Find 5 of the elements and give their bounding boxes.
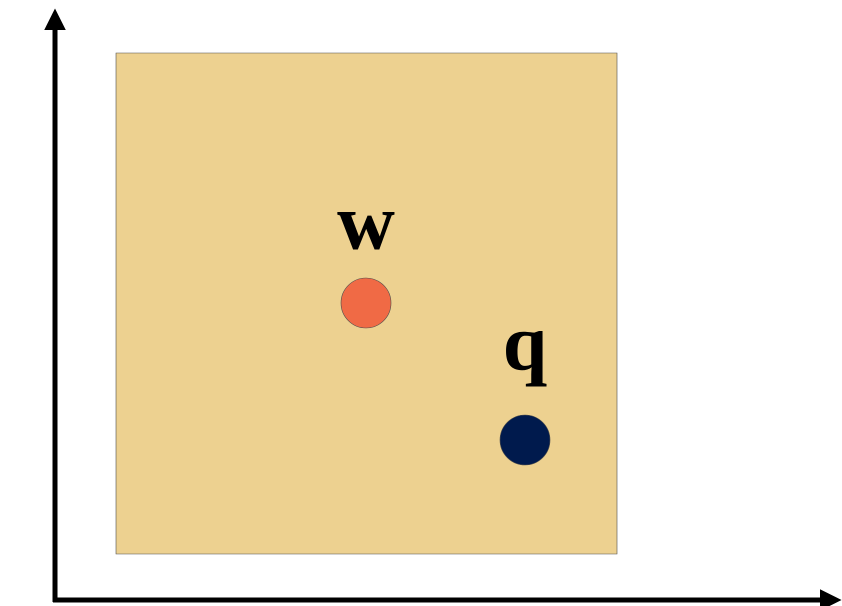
point-label: q — [506, 331, 547, 386]
point-label: w — [337, 212, 394, 250]
point-dot — [340, 278, 392, 328]
point-dot — [500, 414, 550, 466]
square-region — [116, 52, 618, 554]
